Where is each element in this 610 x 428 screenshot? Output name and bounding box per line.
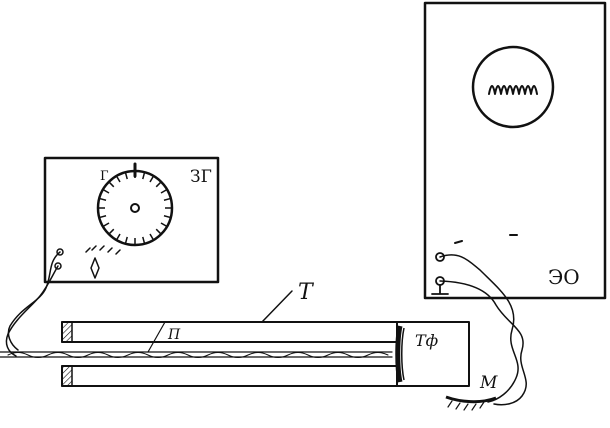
tube-upper-wall (61, 321, 398, 343)
generator-label: ЗГ (190, 167, 212, 187)
oscilloscope: ЭО (423, 1, 607, 300)
microphone-icon (445, 395, 497, 404)
piston-wire (7, 352, 389, 358)
dial-tick (155, 228, 162, 235)
piston-label: П (167, 327, 181, 343)
dial-tick (115, 233, 121, 241)
ground-icon (431, 284, 449, 299)
dial-tick (155, 181, 162, 188)
generator-terminal-1[interactable] (56, 248, 64, 256)
dial-tick (124, 172, 128, 180)
phone-label: Тф (415, 331, 438, 350)
dial-tick (160, 222, 168, 228)
generator-knob-label: Г (100, 169, 109, 184)
generator-terminal-2[interactable] (54, 262, 62, 270)
dial-tick (102, 222, 110, 228)
input-mark (454, 240, 463, 244)
tube-end-cap-upper (61, 321, 73, 343)
dial-tick (142, 236, 146, 244)
oscilloscope-screen (471, 45, 555, 129)
dial-tick (163, 197, 171, 201)
dial-tick (163, 215, 171, 219)
tube: Т П (0, 280, 398, 387)
oscilloscope-box (423, 1, 607, 300)
dial-tick (149, 233, 155, 241)
sound-generator: Г ЗГ (43, 156, 220, 284)
microphone: М (445, 373, 498, 411)
tube-lower-wall (61, 365, 398, 387)
dial-tick (102, 188, 110, 194)
tube-end-cap-lower (61, 365, 73, 387)
waveform-trace (488, 85, 538, 95)
oscilloscope-label: ЭО (548, 265, 580, 289)
telephone-receiver: Тф (395, 321, 470, 387)
tube-label: Т (298, 280, 315, 305)
generator-dial[interactable] (96, 162, 174, 247)
generator-cable-2 (5, 265, 59, 357)
oscilloscope-input-terminal[interactable] (435, 252, 445, 262)
generator-box (43, 156, 220, 284)
dial-tick (160, 188, 168, 194)
generator-cable (7, 251, 61, 351)
receiver-membrane (395, 325, 403, 383)
dial-tick (108, 228, 115, 235)
microphone-cable (439, 254, 519, 403)
dial-tick (99, 197, 107, 201)
tube-leader (261, 290, 293, 323)
microphone-cable-2 (439, 280, 527, 406)
dial-tick (124, 236, 128, 244)
dial-tick (108, 181, 115, 188)
dial-tick (142, 172, 146, 180)
piston-leader (147, 321, 166, 353)
range-switch-icon[interactable] (85, 245, 121, 279)
dial-tick (115, 175, 121, 183)
dial-tick (99, 215, 107, 219)
dial-ticks (98, 171, 172, 245)
microphone-label: М (479, 373, 498, 393)
dial-tick (149, 175, 155, 183)
